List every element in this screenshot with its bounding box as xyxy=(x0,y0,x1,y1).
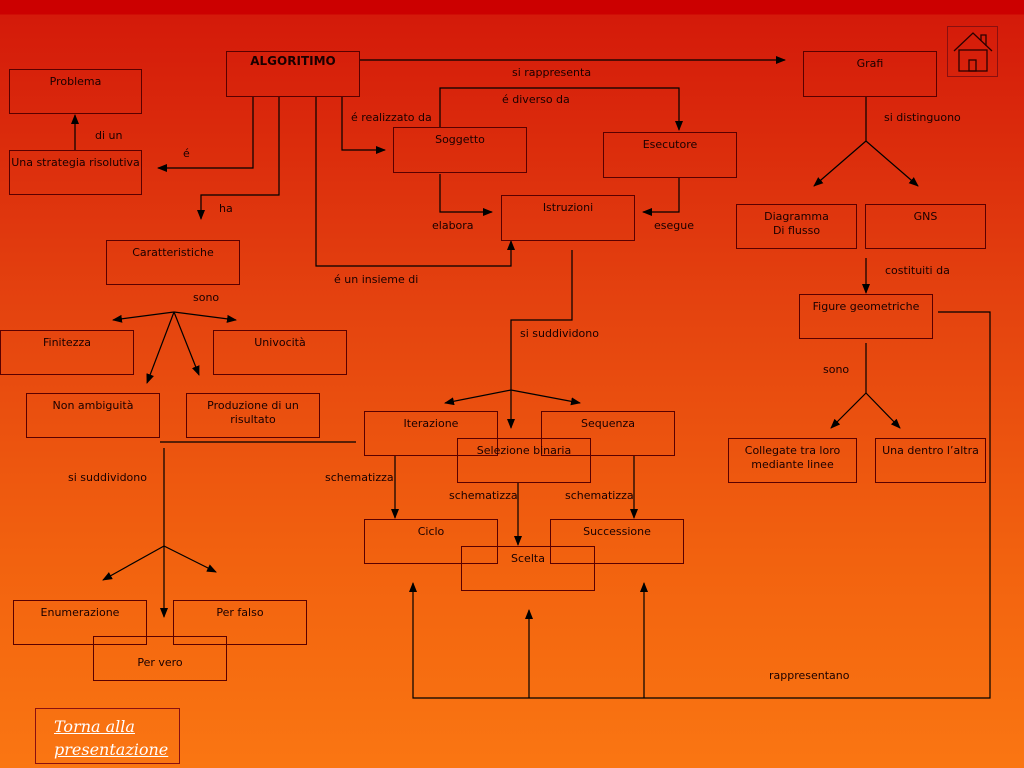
node-selezione-binaria: Selezione binaria xyxy=(457,438,591,483)
label-schematizza-iterazione: schematizza xyxy=(325,471,394,484)
node-algoritmo: ALGORITIMO xyxy=(226,51,360,97)
label-schematizza-selezione: schematizza xyxy=(449,489,518,502)
node-ciclo: Ciclo xyxy=(364,519,498,564)
label-sono-figure: sono xyxy=(823,363,850,376)
node-sequenza: Sequenza xyxy=(541,411,675,456)
label-insieme-di: é un insieme di xyxy=(334,273,419,286)
node-grafi: Grafi xyxy=(803,51,937,97)
node-per-vero: Per vero xyxy=(93,636,227,681)
node-produzione-risultato: Produzione di un risultato xyxy=(186,393,320,438)
label-realizzato-da: é realizzato da xyxy=(351,111,432,124)
node-non-ambiguita: Non ambiguità xyxy=(26,393,160,438)
node-finitezza: Finitezza xyxy=(0,330,134,375)
node-successione: Successione xyxy=(550,519,684,564)
label-esegue: esegue xyxy=(654,219,694,232)
node-figure-geometriche: Figure geometriche xyxy=(799,294,933,339)
node-per-falso: Per falso xyxy=(173,600,307,645)
node-esecutore: Esecutore xyxy=(603,132,737,178)
node-diagramma-di-flusso: Diagramma Di flusso xyxy=(736,204,857,249)
label-diverso-da: é diverso da xyxy=(502,93,570,106)
node-univocita: Univocità xyxy=(213,330,347,375)
node-enumerazione: Enumerazione xyxy=(13,600,147,645)
node-problema: Problema xyxy=(9,69,142,114)
node-collegate-linee: Collegate tra loro mediante linee xyxy=(728,438,857,483)
label-ha: ha xyxy=(219,202,233,215)
label-e: é xyxy=(183,147,190,160)
label-sono-caratteristiche: sono xyxy=(193,291,220,304)
label-si-suddividono-selezione: si suddividono xyxy=(68,471,147,484)
node-scelta: Scelta xyxy=(461,546,595,591)
label-rappresentano: rappresentano xyxy=(769,669,850,682)
node-una-dentro-altra: Una dentro l’altra xyxy=(875,438,986,483)
label-si-distinguono: si distinguono xyxy=(884,111,961,124)
label-elabora: elabora xyxy=(432,219,474,232)
node-iterazione: Iterazione xyxy=(364,411,498,456)
node-gns: GNS xyxy=(865,204,986,249)
label-costituiti-da: costituiti da xyxy=(885,264,950,277)
label-di-un: di un xyxy=(95,129,123,142)
back-link-label[interactable]: Torna alla presentazione xyxy=(54,717,169,759)
node-soggetto: Soggetto xyxy=(393,127,527,173)
label-si-suddividono-istruzioni: si suddividono xyxy=(520,327,599,340)
label-schematizza-sequenza: schematizza xyxy=(565,489,634,502)
node-istruzioni: Istruzioni xyxy=(501,195,635,241)
back-to-presentation-link[interactable]: Torna alla presentazione xyxy=(35,708,180,764)
home-icon xyxy=(953,32,993,72)
home-button[interactable] xyxy=(947,26,998,77)
label-si-rappresenta: si rappresenta xyxy=(512,66,592,79)
node-caratteristiche: Caratteristiche xyxy=(106,240,240,285)
node-strategia-risolutiva: Una strategia risolutiva xyxy=(9,150,142,195)
